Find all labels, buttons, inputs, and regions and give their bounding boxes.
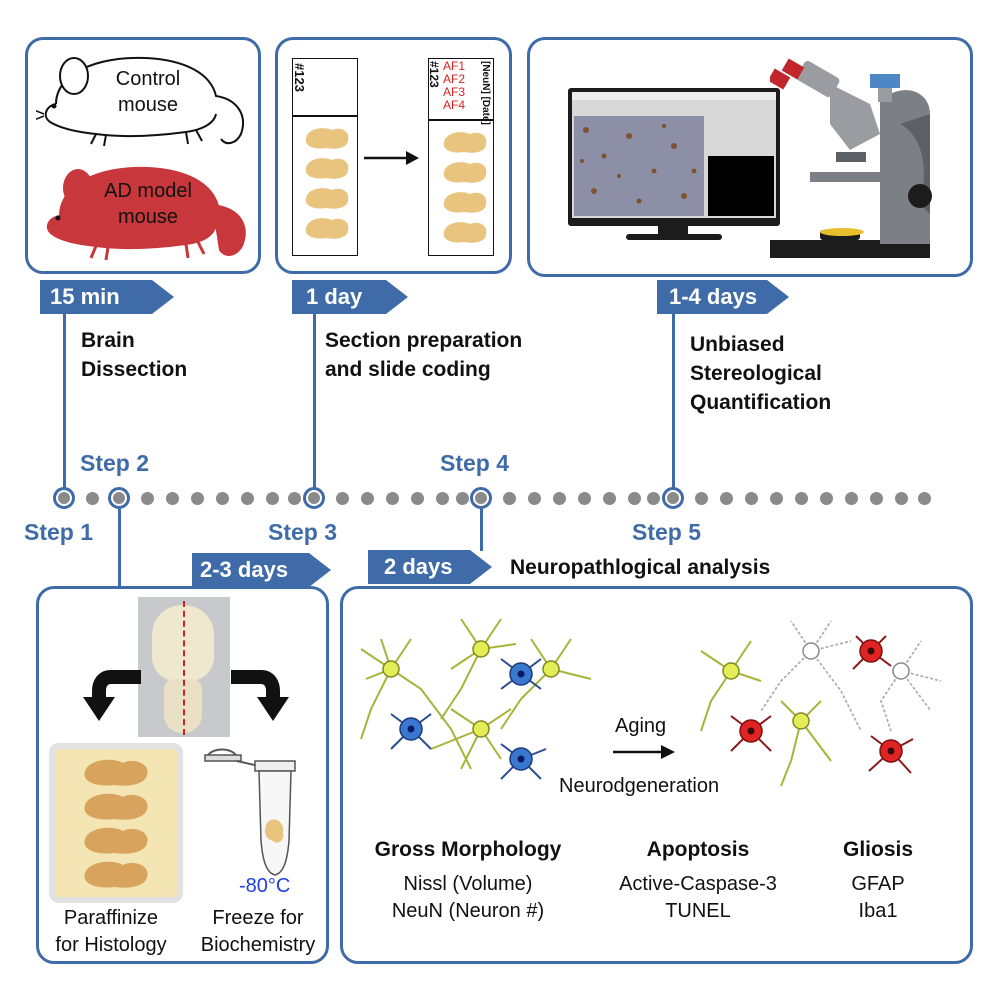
healthy-neurons-illustration bbox=[360, 618, 592, 780]
tube-icon bbox=[204, 748, 296, 876]
step1-label: Step 1 bbox=[24, 519, 94, 545]
slide-uncoded: #123 bbox=[292, 58, 358, 256]
time-badge-step4: 2 days bbox=[368, 550, 492, 584]
column-gross-morphology: Gross Morphology Nissl (Volume) NeuN (Ne… bbox=[353, 835, 583, 925]
connector-step5 bbox=[672, 314, 675, 488]
arrow-right-icon bbox=[364, 151, 419, 165]
step4-marker bbox=[470, 487, 492, 509]
neurodegeneration-label: Neurodgeneration bbox=[559, 775, 720, 797]
step3-label: Step 3 bbox=[268, 519, 338, 545]
aging-label: Aging bbox=[615, 715, 667, 737]
step5-marker bbox=[662, 487, 684, 509]
aging-arrow-icon bbox=[613, 745, 675, 759]
title-neuropathological-analysis: Neuropathlogical analysis bbox=[510, 556, 771, 579]
step2-label: Step 2 bbox=[80, 450, 150, 476]
paraffin-block bbox=[49, 743, 183, 903]
item-iba1: Iba1 bbox=[858, 900, 898, 922]
brain-photo bbox=[138, 597, 230, 737]
arrow-left-down-icon bbox=[83, 670, 141, 721]
arrow-right-down-icon bbox=[231, 670, 289, 721]
step4-label: Step 4 bbox=[440, 450, 510, 476]
heading-gliosis: Gliosis bbox=[842, 838, 914, 861]
item-neun: NeuN (Neuron #) bbox=[391, 900, 545, 922]
step1-marker bbox=[53, 487, 75, 509]
column-gliosis: Gliosis GFAP Iba1 bbox=[813, 835, 943, 925]
item-nissl: Nissl (Volume) bbox=[403, 873, 533, 895]
microscope-panel bbox=[527, 37, 973, 277]
connector-step4 bbox=[480, 509, 483, 551]
monitor-icon bbox=[568, 88, 780, 226]
connector-step3 bbox=[313, 314, 316, 488]
ad-mouse-icon bbox=[46, 166, 246, 261]
item-tunel: TUNEL bbox=[665, 900, 731, 922]
connector-step1 bbox=[63, 314, 66, 488]
heading-apoptosis: Apoptosis bbox=[646, 838, 750, 861]
heading-gross-morphology: Gross Morphology bbox=[374, 838, 562, 861]
time-badge-step3: 1 day bbox=[292, 280, 408, 314]
degenerated-neurons-illustration bbox=[700, 620, 942, 787]
temperature-label: -80°C bbox=[239, 875, 291, 897]
step5-label: Step 5 bbox=[632, 519, 702, 545]
item-gfap: GFAP bbox=[851, 873, 905, 895]
step2-marker bbox=[108, 487, 130, 509]
microscope-icon bbox=[770, 58, 932, 258]
control-mouse-icon bbox=[36, 56, 244, 147]
time-badge-step1: 15 min bbox=[40, 280, 174, 314]
item-active-caspase: Active-Caspase-3 bbox=[619, 873, 777, 895]
step3-marker bbox=[303, 487, 325, 509]
brain-sections-right bbox=[443, 132, 487, 243]
column-apoptosis: Apoptosis Active-Caspase-3 TUNEL bbox=[593, 835, 803, 925]
time-badge-step2: 2-3 days bbox=[192, 553, 331, 587]
analysis-panel: Aging Neurodgeneration Gross Morphology … bbox=[340, 586, 973, 964]
connector-step2 bbox=[118, 509, 121, 587]
time-badge-step5: 1-4 days bbox=[657, 280, 789, 314]
brain-sections-left bbox=[305, 128, 349, 239]
